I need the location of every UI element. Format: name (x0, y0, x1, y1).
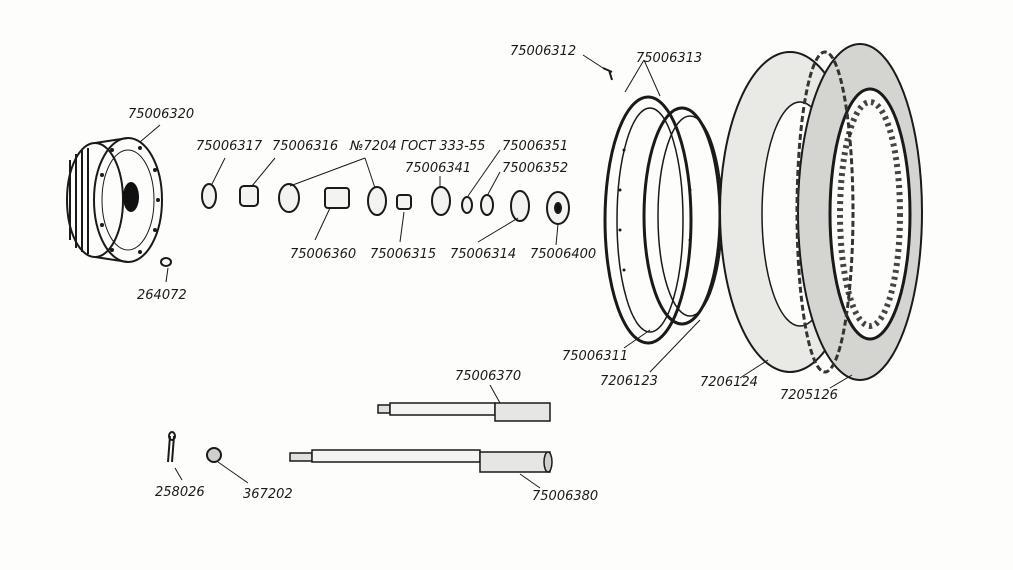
label-sleeve: 75006360 (290, 247, 356, 262)
part-labels: 75006320 264072 75006317 75006316 №7204 … (128, 44, 838, 504)
cotter-pin-part (167, 431, 176, 463)
hub-drum (66, 137, 163, 263)
axle-long-part (289, 449, 553, 473)
rim-bolt-part (602, 67, 613, 81)
label-nut: 75006341 (405, 161, 471, 176)
label-cap-left: 75006317 (196, 139, 263, 154)
label-rim-bolt: 75006312 (510, 44, 576, 59)
label-hub: 75006320 (128, 107, 194, 122)
label-spacer-left: 75006316 (272, 139, 338, 154)
hub-parts-row (201, 183, 570, 225)
label-cover: 75006400 (530, 247, 596, 262)
label-axle-long: 75006380 (532, 489, 598, 504)
castle-nut-part (206, 447, 222, 463)
label-ring-small: 75006315 (370, 247, 436, 262)
label-tyre: 7205126 (780, 388, 838, 403)
label-ring-b: 75006314 (450, 247, 516, 262)
hub-bolt-part (160, 257, 172, 267)
label-rim: 75006311 (562, 349, 628, 364)
label-washer-a: 75006351 (502, 139, 568, 154)
label-cotter-pin: 258026 (155, 485, 205, 500)
axle-short-part (377, 402, 551, 422)
label-rim-band: 7206123 (600, 374, 658, 389)
label-bearing-spec: №7204 ГОСТ 333-55 (349, 139, 485, 154)
label-hub-bolt: 264072 (137, 288, 187, 303)
leader-lines (139, 54, 853, 489)
label-axle-short: 75006370 (455, 369, 521, 384)
label-rim-clamp: 75006313 (636, 51, 702, 66)
label-washer-b: 75006352 (502, 161, 568, 176)
label-tube: 7206124 (700, 375, 758, 390)
rim-part (603, 95, 723, 345)
tyre-part (795, 43, 923, 381)
label-castle-nut: 367202 (243, 487, 293, 502)
